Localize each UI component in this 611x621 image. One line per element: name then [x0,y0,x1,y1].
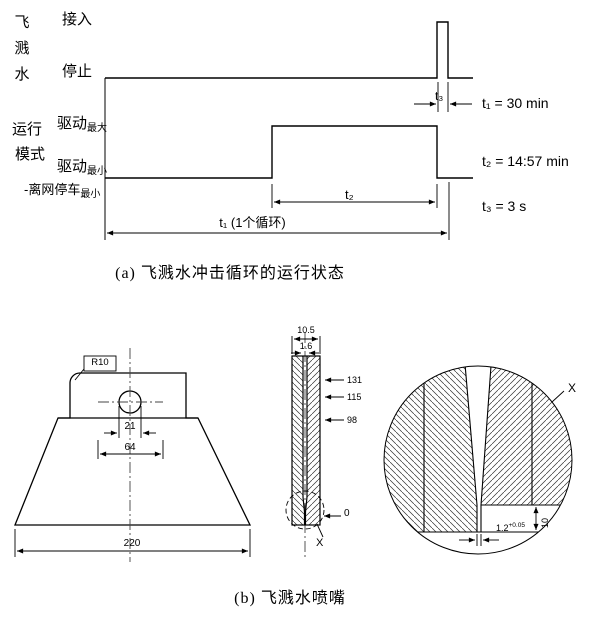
timing-dimensions [107,82,472,240]
legend-t1: t₁ = 30 min [482,95,549,111]
t1-dim-label: t₁ (1个循环) [219,215,286,230]
offgrid-min-label: -离网停车最小 [24,182,101,200]
t3-dim-label: t₃ [435,89,444,103]
height-98-label: 98 [347,415,358,425]
r10-callout-box [83,355,117,372]
state-on-label: 接入 [62,11,93,28]
section-x-ref-label: X [316,537,324,549]
legend-t2: t₂ = 14:57 min [482,153,569,169]
caption-b: (b) 飞溅水喷嘴 [234,590,346,607]
legend-t3: t₃ = 3 s [482,198,527,214]
dim-220-label: 220 [123,538,141,549]
splash-water-label: 飞溅水 [14,14,30,83]
drive-min-label: 驱动最小 [57,158,108,177]
height-115-label: 115 [347,392,362,402]
caption-a: (a) 飞溅水冲击循环的运行状态 [115,265,345,282]
dim-10-5-label: 10.5 [297,325,315,335]
mode-label-line2: 模式 [15,146,46,163]
section-hatch-right [305,356,320,525]
detail-reference-circle [285,490,325,530]
t2-dim-label: t₂ [345,187,354,202]
height-0-label: 0 [344,508,350,519]
detail-dimensions [459,390,565,546]
section-dimensions [291,336,344,519]
dim-1-2-label: 1.2+0.05 [496,522,525,533]
height-131-label: 131 [347,375,363,385]
splash-waveform [105,21,473,79]
detail-content [384,366,572,533]
front-dimensions [14,355,251,557]
state-stop-label: 停止 [62,63,93,80]
detail-x-view-label: X [568,381,577,395]
r10-label: R10 [91,357,109,368]
detail-view-circle [383,365,573,555]
section-view [285,355,325,538]
drive-waveform [105,125,473,179]
timing-waveforms [105,21,473,179]
dim-64-label: 64 [124,442,136,453]
mode-label-line1: 运行 [12,121,43,138]
dim-21-label: 21 [124,421,136,432]
dim-1-6-label: 1.6 [299,341,313,351]
section-hatch-left [292,356,305,525]
drive-max-label: 驱动最大 [57,115,108,134]
dim-10-label: 10 [540,517,550,528]
detail-hatch-right [481,366,572,505]
